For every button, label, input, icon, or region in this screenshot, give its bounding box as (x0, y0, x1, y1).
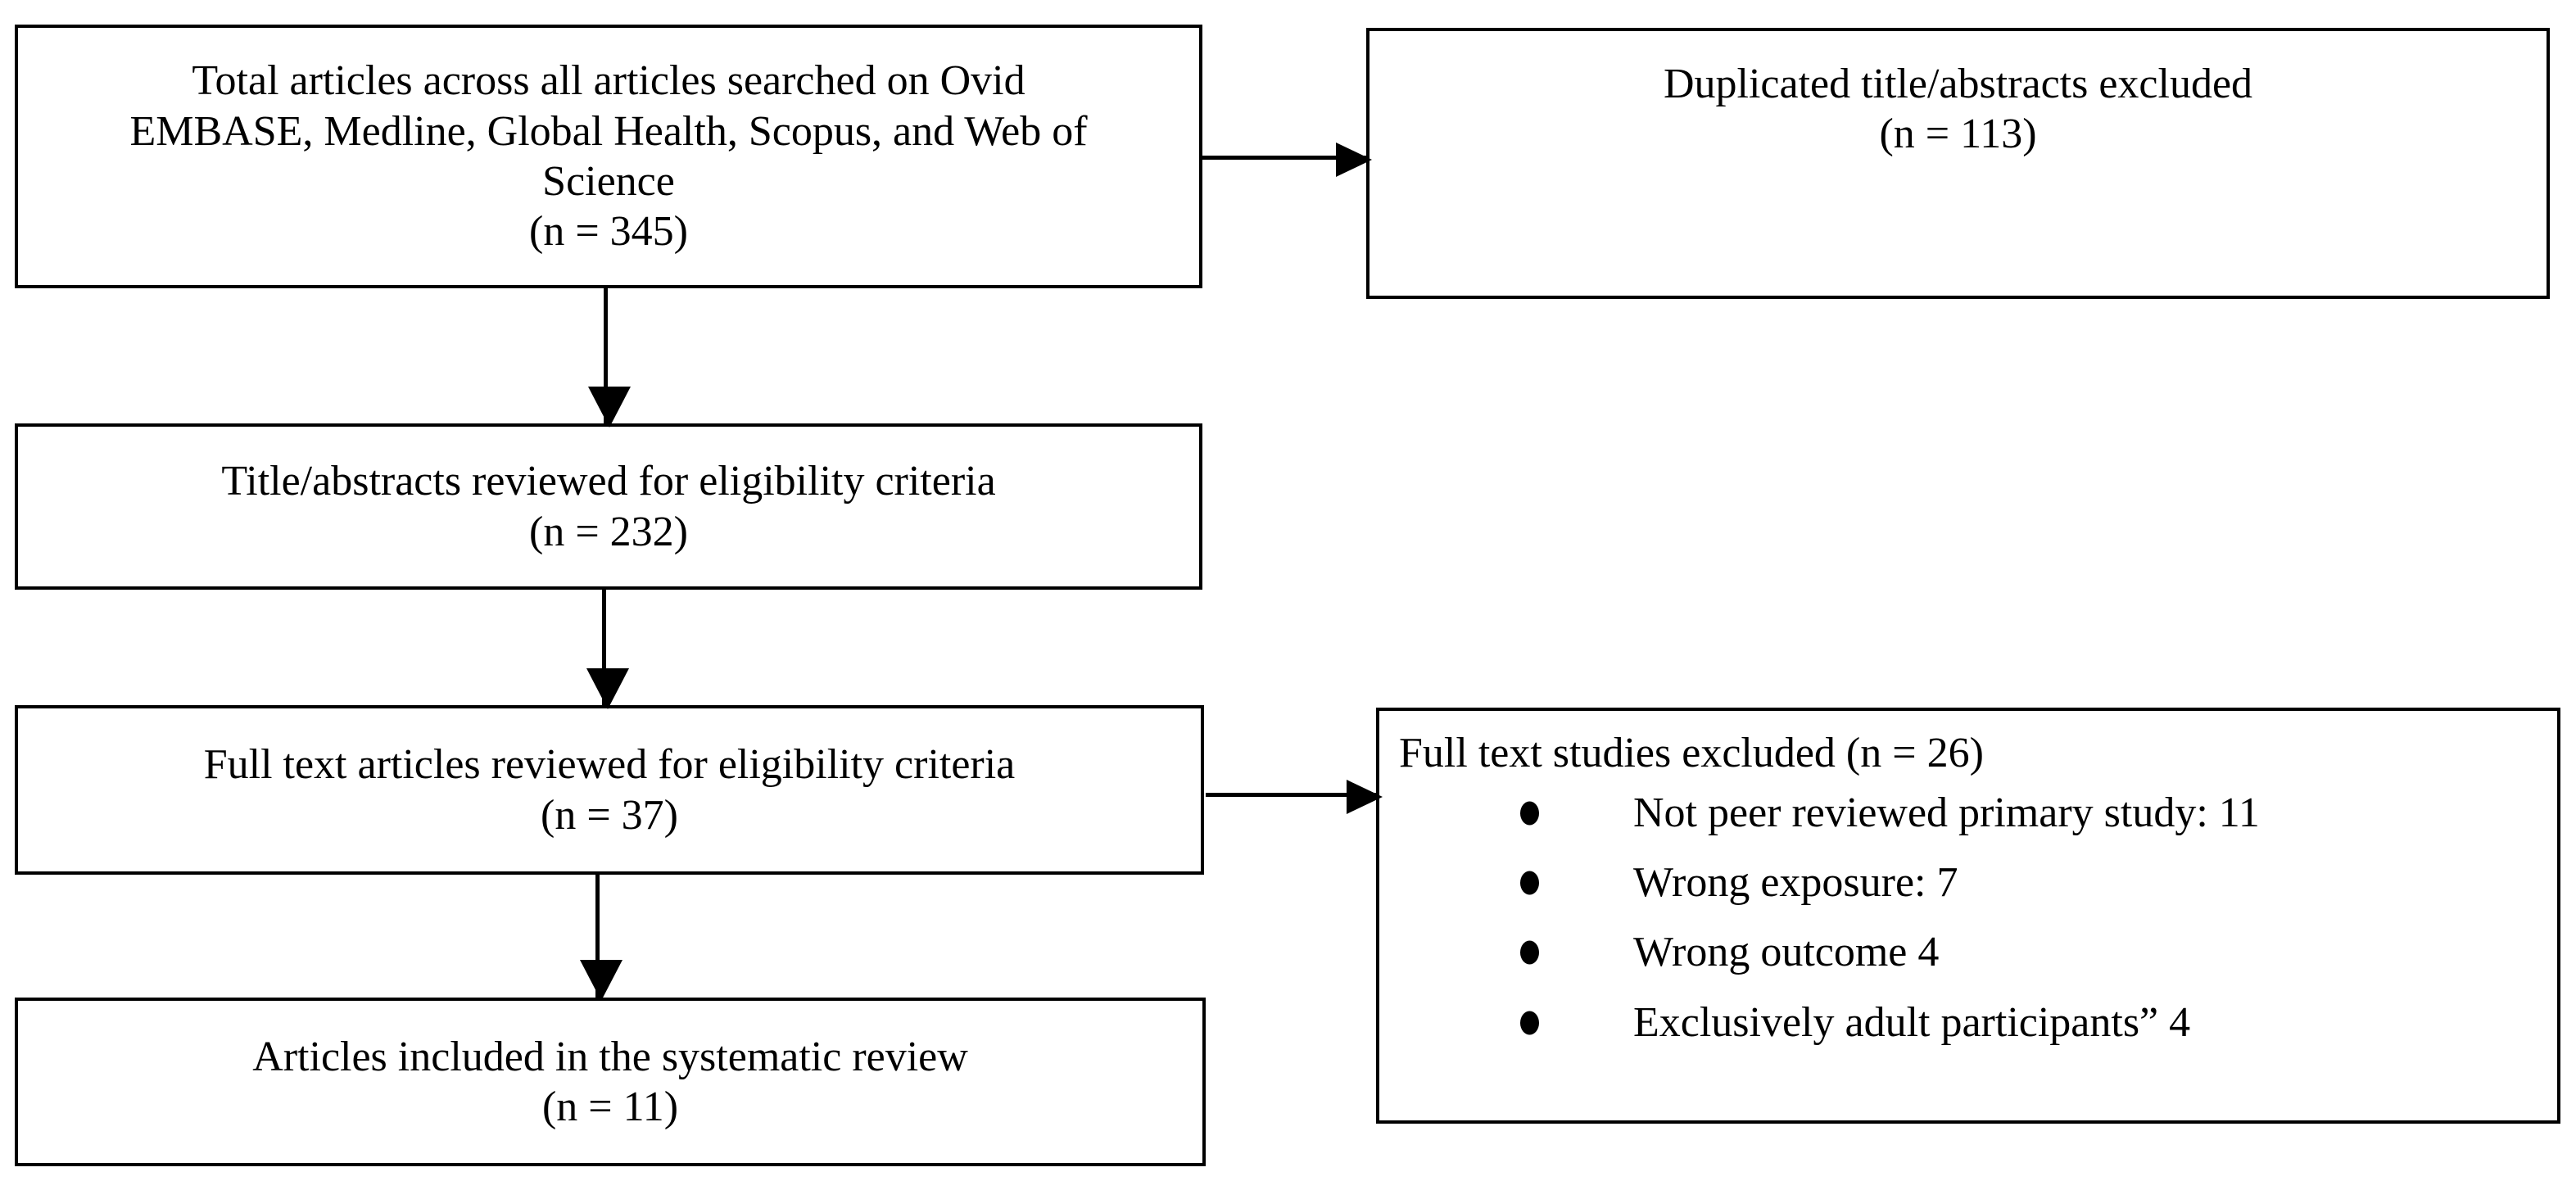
box-full-text-studies-excluded: Full text studies excluded (n = 26) Not … (1376, 708, 2560, 1124)
full-text-excluded-heading: Full text studies excluded (n = 26) (1399, 730, 1984, 776)
exclusion-reason-label: Wrong exposure: 7 (1633, 859, 1958, 907)
box-full-text-reviewed-count: (n = 37) (541, 791, 678, 839)
list-item: Not peer reviewed primary study: 11 (1399, 790, 2538, 837)
box-articles-included-count: (n = 11) (541, 1084, 679, 1130)
full-text-exclusion-reasons-list: Not peer reviewed primary study: 11 Wron… (1399, 790, 2538, 1069)
arrow-fulltext-to-excluded (1206, 780, 1383, 814)
box-duplicated-label: Duplicated title/abstracts excluded (1663, 61, 2253, 107)
box-total-articles-line-3: Science (542, 158, 675, 205)
box-total-articles-line-2: EMBASE, Medline, Global Health, Scopus, … (129, 107, 1088, 155)
exclusion-reason-label: Not peer reviewed primary study: 11 (1633, 789, 2260, 836)
bullet-dot-icon (1520, 1011, 1539, 1035)
list-item: Wrong outcome 4 (1399, 929, 2538, 976)
box-articles-included: Articles included in the systematic revi… (15, 998, 1206, 1166)
arrow-sources-to-title-screen (588, 288, 631, 428)
box-articles-included-label: Articles included in the systematic revi… (252, 1033, 968, 1080)
bullet-dot-icon (1520, 940, 1539, 965)
box-total-articles-line-1: Total articles across all articles searc… (192, 57, 1025, 105)
list-item: Exclusively adult participants” 4 (1399, 999, 2538, 1047)
arrow-sources-to-duplicates (1202, 143, 1372, 177)
box-title-abstracts-label: Title/abstracts reviewed for eligibility… (221, 458, 996, 505)
arrowhead-right-icon (1347, 780, 1383, 814)
box-full-text-reviewed-label: Full text articles reviewed for eligibil… (203, 741, 1016, 789)
arrowhead-down-icon (588, 387, 631, 428)
box-total-articles-count: (n = 345) (529, 208, 688, 256)
arrowhead-right-icon (1336, 143, 1372, 177)
exclusion-reason-label: Wrong outcome 4 (1633, 929, 1940, 976)
box-title-abstracts-count: (n = 232) (529, 508, 688, 555)
arrow-title-screen-to-fulltext-screen (586, 590, 629, 709)
bullet-dot-icon (1520, 871, 1539, 895)
arrowhead-down-icon (586, 668, 629, 709)
box-duplicated-titles-excluded: Duplicated title/abstracts excluded (n =… (1366, 28, 2550, 299)
list-item: Wrong exposure: 7 (1399, 859, 2538, 907)
bullet-dot-icon (1520, 801, 1539, 826)
box-title-abstracts-reviewed: Title/abstracts reviewed for eligibility… (15, 423, 1202, 590)
arrow-fulltext-screen-to-included (580, 875, 622, 1001)
box-total-articles-searched: Total articles across all articles searc… (15, 25, 1202, 288)
box-duplicated-count: (n = 113) (1879, 111, 2037, 158)
box-full-text-reviewed: Full text articles reviewed for eligibil… (15, 705, 1204, 875)
exclusion-reason-label: Exclusively adult participants” 4 (1633, 998, 2191, 1046)
arrowhead-down-icon (580, 960, 622, 1001)
